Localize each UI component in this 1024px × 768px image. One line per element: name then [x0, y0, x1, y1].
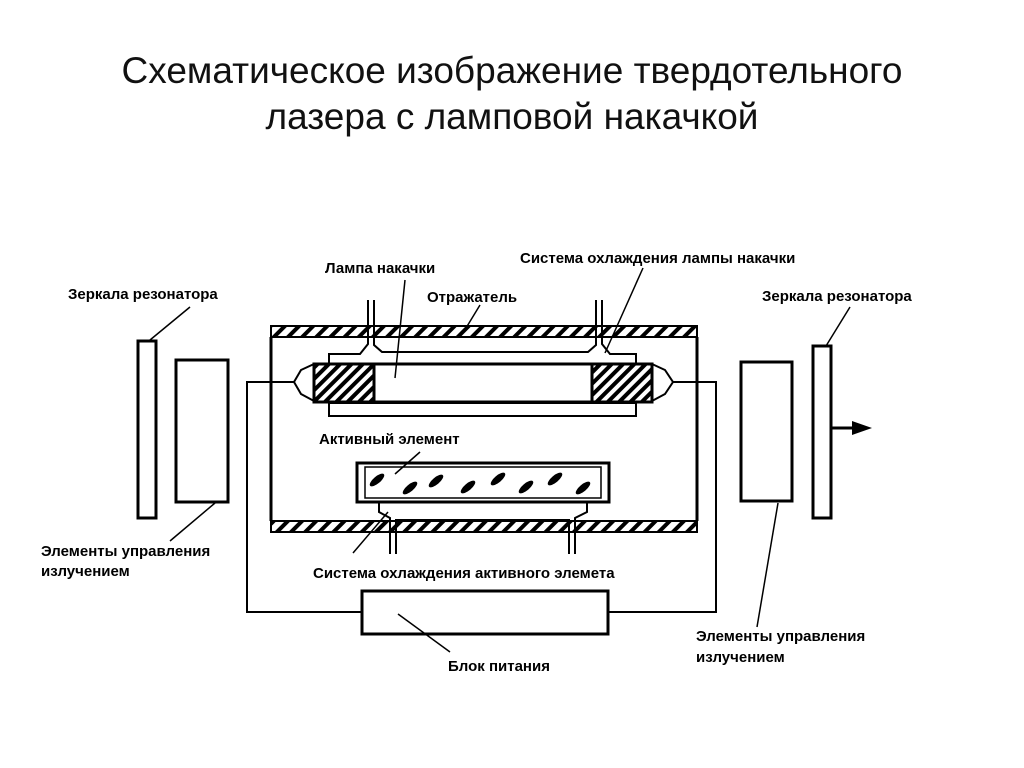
- active-element: [355, 461, 611, 504]
- leader-lines: [149, 267, 851, 653]
- page-title: Схематическое изображение твердотельного…: [0, 48, 1024, 140]
- title-line-2: лазера с ламповой накачкой: [265, 96, 759, 137]
- lamp-electrode-right: [651, 362, 675, 403]
- pump-lamp: [292, 362, 675, 404]
- control-element-right: [739, 360, 794, 503]
- lamp-end-hatched-right: [590, 362, 654, 404]
- active-ions: [369, 472, 591, 495]
- label-pump-lamp: Лампа накачки: [325, 260, 435, 277]
- label-control-left-line1: Элементы управления: [41, 543, 210, 560]
- output-beam-arrow: [831, 421, 872, 435]
- power-supply-block: [360, 589, 610, 636]
- label-active-element: Активный элемент: [319, 431, 460, 448]
- lamp-end-hatched-left: [312, 362, 376, 404]
- label-mirror-left: Зеркала резонатора: [68, 286, 218, 303]
- label-mirror-right: Зеркала резонатора: [762, 288, 912, 305]
- lamp-electrode-left: [292, 362, 315, 403]
- label-reflector: Отражатель: [427, 289, 517, 306]
- label-control-right-line1: Элементы управления: [696, 628, 865, 645]
- label-active-cooling: Система охлаждения активного элемета: [313, 565, 615, 582]
- label-control-right-line2: излучением: [696, 649, 785, 666]
- title-line-1: Схематическое изображение твердотельного: [121, 50, 903, 91]
- label-control-left-line2: излучением: [41, 563, 130, 580]
- resonator-mirror-right: [811, 344, 833, 520]
- reflector-top-wall: [270, 325, 698, 338]
- resonator-mirror-left: [136, 339, 158, 520]
- label-lamp-cooling: Система охлаждения лампы накачки: [520, 250, 795, 267]
- reflector-bottom-wall: [270, 520, 698, 533]
- label-power-unit: Блок питания: [448, 658, 550, 675]
- active-element-rod: [364, 466, 602, 499]
- lamp-cooling-jacket: [328, 300, 637, 417]
- power-wiring: [246, 381, 717, 613]
- control-element-left: [174, 358, 230, 504]
- active-element-housing: [355, 461, 611, 504]
